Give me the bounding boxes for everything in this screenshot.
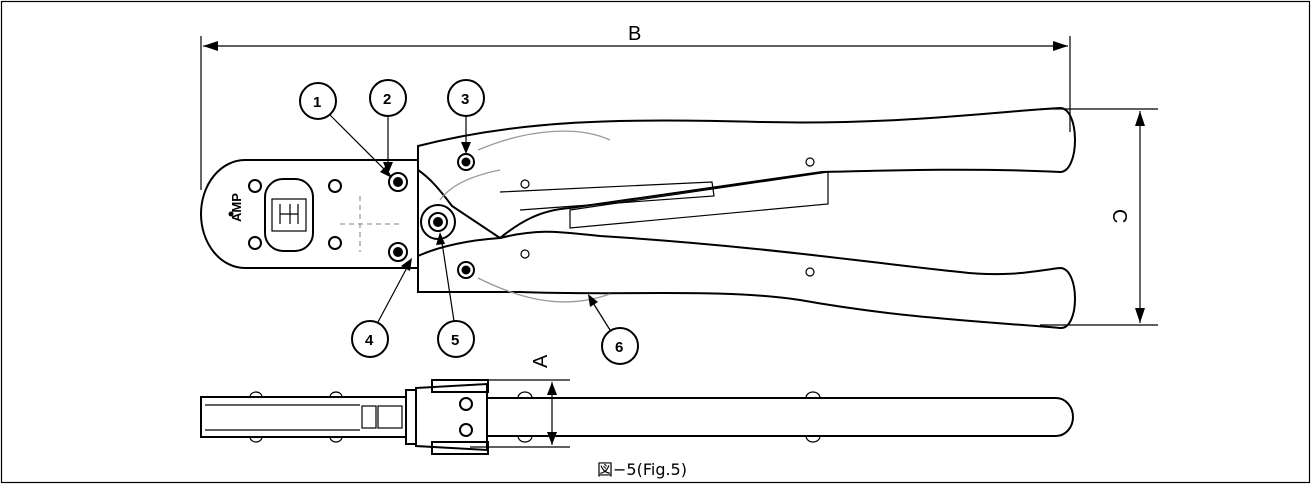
figure-caption: 図−5(Fig.5) [597, 460, 687, 479]
callout-5: 5 [436, 232, 475, 358]
callout-6: 6 [588, 294, 639, 365]
dimension-b: B [200, 23, 1071, 190]
callout-3-label: 3 [461, 91, 469, 108]
dimension-a-label: A [530, 354, 552, 368]
dimension-c: C [1040, 108, 1158, 326]
callout-4-label: 4 [365, 332, 374, 349]
callout-5-label: 5 [451, 332, 459, 349]
amp-logo: AMP [229, 193, 244, 222]
callout-2: 2 [369, 79, 407, 174]
dimension-b-label: B [628, 23, 641, 45]
callout-6-label: 6 [615, 339, 623, 356]
callout-3: 3 [447, 79, 485, 154]
callout-2-label: 2 [383, 91, 391, 108]
callout-1: 1 [299, 82, 392, 178]
tool-side-view [200, 379, 1074, 455]
callout-1-label: 1 [313, 94, 321, 111]
dimension-a: A [470, 354, 570, 448]
callout-4: 4 [351, 258, 412, 358]
dimension-c-label: C [1108, 209, 1130, 223]
tool-top-view: AMP [200, 106, 1076, 330]
